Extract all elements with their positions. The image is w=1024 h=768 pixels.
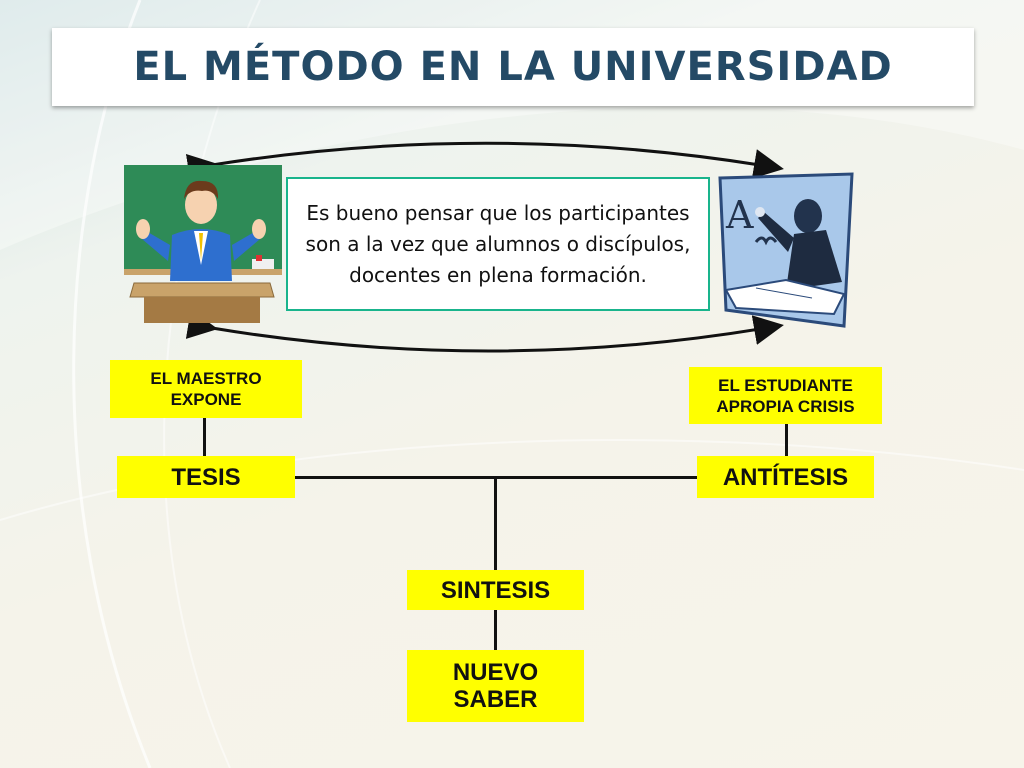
student-illustration: A xyxy=(718,172,854,328)
node-antitesis: ANTÍTESIS xyxy=(697,456,874,498)
connector-tesis-antitesis xyxy=(295,476,697,479)
node-maestro-label: EL MAESTRO EXPONE xyxy=(150,369,262,409)
connector-maestro-tesis xyxy=(203,418,206,456)
node-tesis-label: TESIS xyxy=(171,463,241,491)
connector-to-sintesis xyxy=(494,478,497,570)
quote-text: Es bueno pensar que los participantes so… xyxy=(305,200,691,287)
node-sintesis-label: SINTESIS xyxy=(440,576,551,604)
title-banner: EL MÉTODO EN LA UNIVERSIDAD xyxy=(52,28,974,106)
node-tesis: TESIS xyxy=(117,456,295,498)
svg-text:A: A xyxy=(725,193,754,237)
quote-box: Es bueno pensar que los participantes so… xyxy=(286,177,710,311)
connector-sintesis-nuevo-saber xyxy=(494,610,497,650)
teacher-illustration xyxy=(124,165,282,323)
node-antitesis-label: ANTÍTESIS xyxy=(722,463,849,491)
node-nuevo-saber: NUEVO SABER xyxy=(407,650,584,722)
node-nuevo-saber-label: NUEVO SABER xyxy=(452,659,539,713)
page-title: EL MÉTODO EN LA UNIVERSIDAD xyxy=(133,44,893,90)
node-maestro: EL MAESTRO EXPONE xyxy=(110,360,302,418)
connector-estudiante-antitesis xyxy=(785,424,788,456)
node-sintesis: SINTESIS xyxy=(407,570,584,610)
node-estudiante-label: EL ESTUDIANTE APROPIA CRISIS xyxy=(716,375,855,416)
node-estudiante: EL ESTUDIANTE APROPIA CRISIS xyxy=(689,367,882,424)
